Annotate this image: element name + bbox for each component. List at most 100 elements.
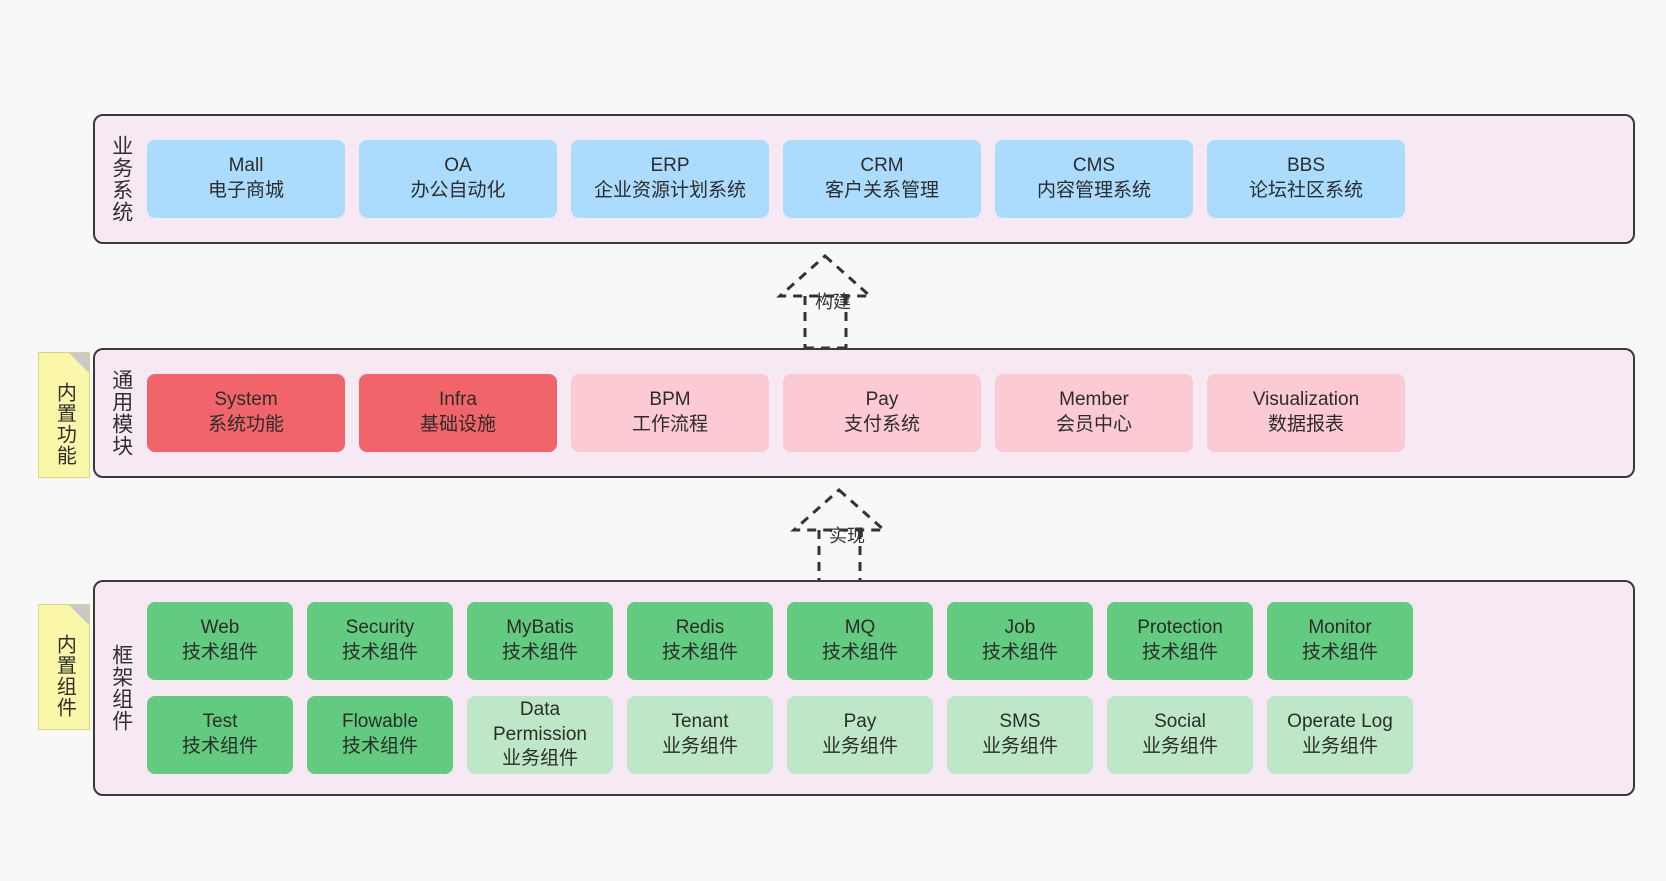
- card-title-en: Redis: [675, 617, 725, 639]
- card-title-en: Social: [1154, 711, 1206, 733]
- layer-common-title: 通用模块: [109, 369, 133, 457]
- card-title-en: BPM: [649, 389, 691, 411]
- layer-business-title: 业务系统: [109, 135, 133, 223]
- card-redis[interactable]: Redis 技术组件: [627, 602, 773, 680]
- card-crm[interactable]: CRM 客户关系管理: [783, 140, 981, 218]
- card-title-cn: 基础设施: [419, 414, 496, 435]
- card-cms[interactable]: CMS 内容管理系统: [995, 140, 1193, 218]
- connector-implement: 实现: [772, 486, 922, 586]
- card-title-cn: 支付系统: [843, 414, 920, 435]
- card-title-cn: 技术组件: [1141, 642, 1218, 663]
- card-title-cn: 内容管理系统: [1036, 180, 1151, 201]
- connector-implement-label: 实现: [829, 526, 865, 546]
- card-title-en: Member: [1059, 389, 1129, 411]
- card-title-cn: 技术组件: [981, 642, 1058, 663]
- card-title-cn: 技术组件: [661, 642, 738, 663]
- card-title-cn: 业务组件: [821, 736, 898, 757]
- layer-business-systems: 业务系统 Mall 电子商城 OA 办公自动化 ERP 企业资源计划系统 CRM 客户关系管理…: [93, 114, 1635, 244]
- card-title-en: Infra: [438, 389, 478, 411]
- card-oa[interactable]: OA 办公自动化: [359, 140, 557, 218]
- business-card-row: Mall 电子商城 OA 办公自动化 ERP 企业资源计划系统 CRM 客户关系管理 CMS 内容…: [147, 140, 1621, 218]
- card-title-cn: 会员中心: [1055, 414, 1132, 435]
- card-bpm[interactable]: BPM 工作流程: [571, 374, 769, 452]
- card-erp[interactable]: ERP 企业资源计划系统: [571, 140, 769, 218]
- card-title-cn: 业务组件: [981, 736, 1058, 757]
- card-title-en: OA: [444, 155, 472, 177]
- card-title-cn: 工作流程: [631, 414, 708, 435]
- card-bbs[interactable]: BBS 论坛社区系统: [1207, 140, 1405, 218]
- connector-build: 构建: [758, 252, 908, 352]
- card-data-permission[interactable]: Data Permission 业务组件: [467, 696, 613, 774]
- card-infra[interactable]: Infra 基础设施: [359, 374, 557, 452]
- card-web[interactable]: Web 技术组件: [147, 602, 293, 680]
- card-test[interactable]: Test 技术组件: [147, 696, 293, 774]
- card-title-en: Operate Log: [1287, 711, 1393, 733]
- card-title-en: Visualization: [1252, 389, 1360, 411]
- card-title-en: Protection: [1137, 617, 1223, 639]
- card-title-cn: 业务组件: [501, 748, 578, 770]
- card-title-en: MyBatis: [506, 617, 574, 639]
- sticky-note-builtin-features-label: 内置功能: [53, 382, 76, 466]
- card-title-cn: 企业资源计划系统: [593, 180, 746, 201]
- card-title-en: Security: [345, 617, 415, 639]
- card-title-en: Flowable: [341, 711, 419, 733]
- card-visualization[interactable]: Visualization 数据报表: [1207, 374, 1405, 452]
- card-title-en: Web: [200, 617, 240, 639]
- card-pay[interactable]: Pay 支付系统: [783, 374, 981, 452]
- card-title-en: Job: [1004, 617, 1036, 639]
- card-title-en: Mall: [228, 155, 264, 177]
- card-title-en: Data Permission: [493, 698, 587, 745]
- card-security[interactable]: Security 技术组件: [307, 602, 453, 680]
- card-title-cn: 技术组件: [181, 736, 258, 757]
- card-mall[interactable]: Mall 电子商城: [147, 140, 345, 218]
- card-title-en: ERP: [650, 155, 690, 177]
- connector-build-arrow: [776, 253, 874, 350]
- card-title-en: CRM: [860, 155, 904, 177]
- connector-implement-arrow: [790, 487, 888, 584]
- card-title-cn: 系统功能: [207, 414, 284, 435]
- card-title-en: BBS: [1286, 155, 1326, 177]
- card-title-cn: 技术组件: [501, 642, 578, 663]
- card-monitor[interactable]: Monitor 技术组件: [1267, 602, 1413, 680]
- sticky-note-builtin-components-label: 内置组件: [53, 634, 76, 718]
- card-title-cn: 技术组件: [181, 642, 258, 663]
- card-job[interactable]: Job 技术组件: [947, 602, 1093, 680]
- card-title-cn: 论坛社区系统: [1248, 180, 1363, 201]
- card-title-cn: 电子商城: [207, 180, 284, 201]
- card-protection[interactable]: Protection 技术组件: [1107, 602, 1253, 680]
- card-pay[interactable]: Pay 业务组件: [787, 696, 933, 774]
- card-title-en: Tenant: [671, 711, 729, 733]
- card-title-cn: 技术组件: [341, 642, 418, 663]
- card-operate-log[interactable]: Operate Log 业务组件: [1267, 696, 1413, 774]
- sticky-note-builtin-components: 内置组件: [38, 604, 90, 730]
- card-title-cn: 客户关系管理: [824, 180, 939, 201]
- card-title-cn: 数据报表: [1267, 414, 1344, 435]
- card-title-en: Test: [202, 711, 238, 733]
- card-title-en: Pay: [865, 389, 899, 411]
- card-title-en: CMS: [1072, 155, 1116, 177]
- card-title-en: Pay: [843, 711, 877, 733]
- sticky-note-builtin-features: 内置功能: [38, 352, 90, 478]
- card-member[interactable]: Member 会员中心: [995, 374, 1193, 452]
- card-mybatis[interactable]: MyBatis 技术组件: [467, 602, 613, 680]
- card-title-en: MQ: [844, 617, 876, 639]
- layer-framework-title: 框架组件: [109, 644, 133, 732]
- layer-business-body: Mall 电子商城 OA 办公自动化 ERP 企业资源计划系统 CRM 客户关系管理 CMS 内容…: [147, 116, 1633, 242]
- card-title-cn: 业务组件: [1301, 736, 1378, 757]
- card-title-cn: 技术组件: [1301, 642, 1378, 663]
- connector-build-label: 构建: [815, 292, 851, 312]
- card-title-en: Monitor: [1308, 617, 1372, 639]
- card-title-cn: 办公自动化: [410, 180, 506, 201]
